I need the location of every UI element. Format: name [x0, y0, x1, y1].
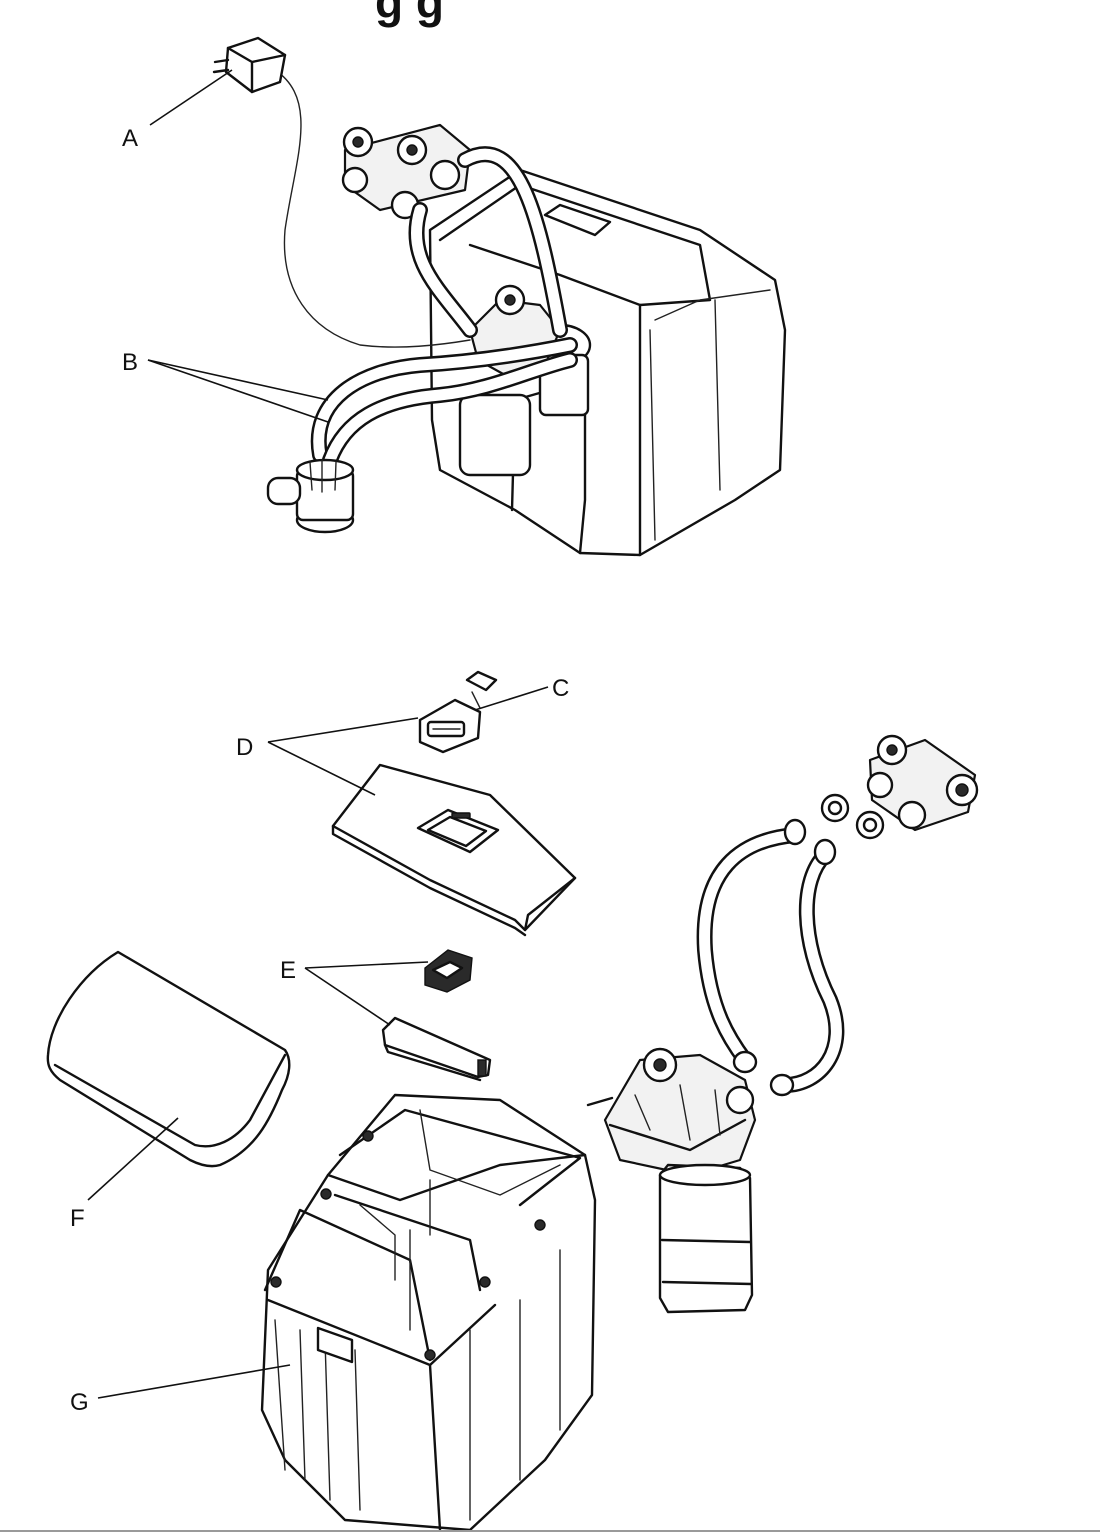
- label-d: D: [236, 734, 253, 761]
- salt-lid-f: [46, 950, 291, 1168]
- drain-connector: [266, 458, 355, 534]
- leader-d-1: [267, 717, 419, 743]
- label-c: C: [552, 675, 569, 702]
- resin-tank: [458, 393, 532, 477]
- leader-b-2: [147, 359, 329, 423]
- leader-g: [97, 1364, 291, 1399]
- bottom-rule: [0, 1530, 1100, 1532]
- heading-fragment: g g: [375, 0, 444, 28]
- label-f: F: [70, 1205, 85, 1232]
- hose-nut-3: [732, 1050, 758, 1074]
- power-cable: [274, 69, 471, 348]
- leader-f: [87, 1117, 179, 1201]
- exploded-view: C D E F: [46, 670, 979, 1532]
- leader-d-2: [267, 741, 376, 796]
- cabinet-right-panel: [649, 289, 771, 541]
- control-valve-tank: [586, 1047, 757, 1314]
- leader-c: [474, 686, 549, 711]
- bypass-valve-exploded: [820, 734, 979, 840]
- label-b: B: [122, 349, 138, 376]
- assembled-unit: A B: [122, 36, 787, 557]
- hose-nut-4: [769, 1073, 795, 1097]
- display-module-c: [418, 670, 498, 754]
- bypass-manifold: [341, 123, 472, 220]
- cabinet-display-slot: [543, 203, 612, 237]
- brine-cabinet-g: [260, 1093, 597, 1532]
- label-a: A: [122, 125, 138, 152]
- valve-knob-inner: [504, 294, 516, 306]
- label-g: G: [70, 1389, 89, 1416]
- electronics-e: [381, 949, 492, 1082]
- leader-a: [149, 69, 233, 126]
- leader-b-1: [147, 359, 329, 401]
- leader-e-2: [304, 967, 391, 1026]
- hose-nut-2: [813, 838, 837, 866]
- lid-panel-d: [331, 763, 577, 937]
- power-adapter: [212, 36, 287, 94]
- leader-e-1: [304, 961, 429, 969]
- label-e: E: [280, 957, 296, 984]
- hose-nut-1: [783, 818, 807, 846]
